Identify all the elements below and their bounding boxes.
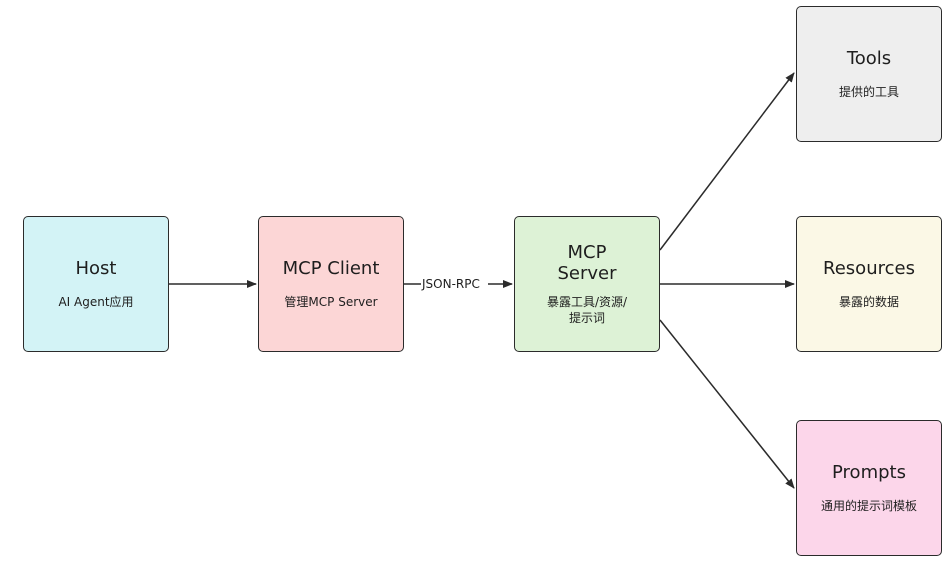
node-prompts-title: Prompts <box>832 462 906 483</box>
node-tools-title: Tools <box>846 48 892 69</box>
node-host: Host AI Agent应用 <box>23 216 169 352</box>
arrow-server-to-tools <box>659 72 795 251</box>
node-host-desc: AI Agent应用 <box>58 295 134 309</box>
node-prompts: Prompts 通用的提示词模板 <box>796 420 942 556</box>
node-mcp-server: MCP Server 暴露工具/资源/ 提示词 <box>514 216 660 352</box>
node-mcp-client-title: MCP Client <box>282 258 380 279</box>
node-host-title: Host <box>75 258 117 279</box>
arrow-server-to-prompts <box>659 319 795 489</box>
node-tools-desc: 提供的工具 <box>838 85 899 99</box>
node-prompts-desc: 通用的提示词模板 <box>820 499 917 513</box>
node-mcp-server-title-line2: Server <box>557 263 617 284</box>
node-resources-title: Resources <box>823 258 915 279</box>
node-mcp-server-desc-line2: 提示词 <box>568 311 605 325</box>
node-tools: Tools 提供的工具 <box>796 6 942 142</box>
node-mcp-client-desc: 管理MCP Server <box>284 295 378 309</box>
edge-label-jsonrpc: JSON-RPC <box>421 277 481 291</box>
node-resources-desc: 暴露的数据 <box>838 295 899 309</box>
node-mcp-server-desc-line1: 暴露工具/资源/ <box>546 295 628 309</box>
node-mcp-server-title-line1: MCP <box>567 242 607 263</box>
node-mcp-client: MCP Client 管理MCP Server <box>258 216 404 352</box>
node-resources: Resources 暴露的数据 <box>796 216 942 352</box>
